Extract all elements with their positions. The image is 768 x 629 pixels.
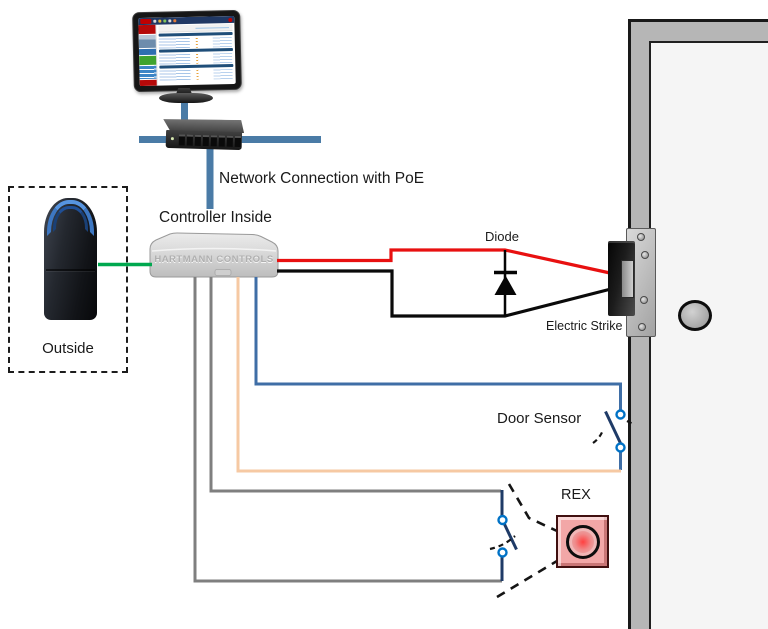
label-outside: Outside [42,340,94,357]
label-network-poe: Network Connection with PoE [219,170,425,187]
reader-blue-arc [47,200,94,236]
monitor-screen [138,15,236,87]
screen-body [138,23,235,87]
reader-blue-arc-inner [53,206,88,232]
switch-power-led [170,137,174,141]
door-sensor-switch [592,409,636,453]
door-knob [678,300,712,331]
diode-symbol [494,250,517,316]
rex-switch [489,514,518,558]
strike-positive-wire [277,248,611,275]
sidebar-links [139,65,157,80]
door [628,19,768,629]
monitor-stand-base [159,93,213,103]
screen-data-rows [159,67,234,81]
screw-icon [637,233,645,241]
rex-wires [193,277,504,583]
screen-main-panel [156,23,235,86]
label-diode: Diode [485,229,519,244]
sidebar-banner [138,24,156,35]
label-rex: REX [561,487,591,503]
reader-seam [46,268,95,271]
label-electric-strike: Electric Strike [546,319,623,333]
screw-icon [640,296,648,304]
access-controller [149,232,279,278]
rex-button [556,515,609,568]
strike-negative-wire [277,269,610,318]
label-door-sensor: Door Sensor [497,410,582,427]
switch-front-face [165,129,243,151]
screw-icon [638,323,646,331]
screen-navbar-alert-dot [228,17,233,22]
ethernet-port [178,133,186,145]
sidebar-photo [138,34,156,49]
monitor-bezel [132,9,242,93]
rex-actuation-dashes [496,483,558,599]
management-workstation [131,9,243,105]
door-panel [649,41,768,629]
ethernet-port [202,134,210,146]
ethernet-port [234,135,242,147]
poe-network-switch [160,118,247,153]
rex-button-ring [565,524,600,559]
screen-sidebar [138,24,158,87]
ethernet-port [210,134,218,146]
ethernet-port [186,134,194,146]
sidebar-menu-item [138,48,157,56]
sidebar-green-button [139,55,157,66]
screen-navbar-logo [140,18,152,25]
controller-brand-text: HARTMANN CONTROLS [154,254,274,265]
ethernet-port [226,135,234,147]
monitor-stand-neck [175,88,193,97]
ethernet-port [194,134,202,146]
ethernet-port [218,134,226,147]
label-controller-inside: Controller Inside [159,209,272,226]
sidebar-footer-banner [139,79,157,87]
screen-data-rows [158,35,233,49]
screw-icon [641,251,649,259]
strike-keeper [621,260,634,298]
screen-data-rows [159,51,234,65]
card-reader [44,198,97,320]
door-sensor-wires [236,277,622,473]
outside-boundary-box [8,186,128,373]
